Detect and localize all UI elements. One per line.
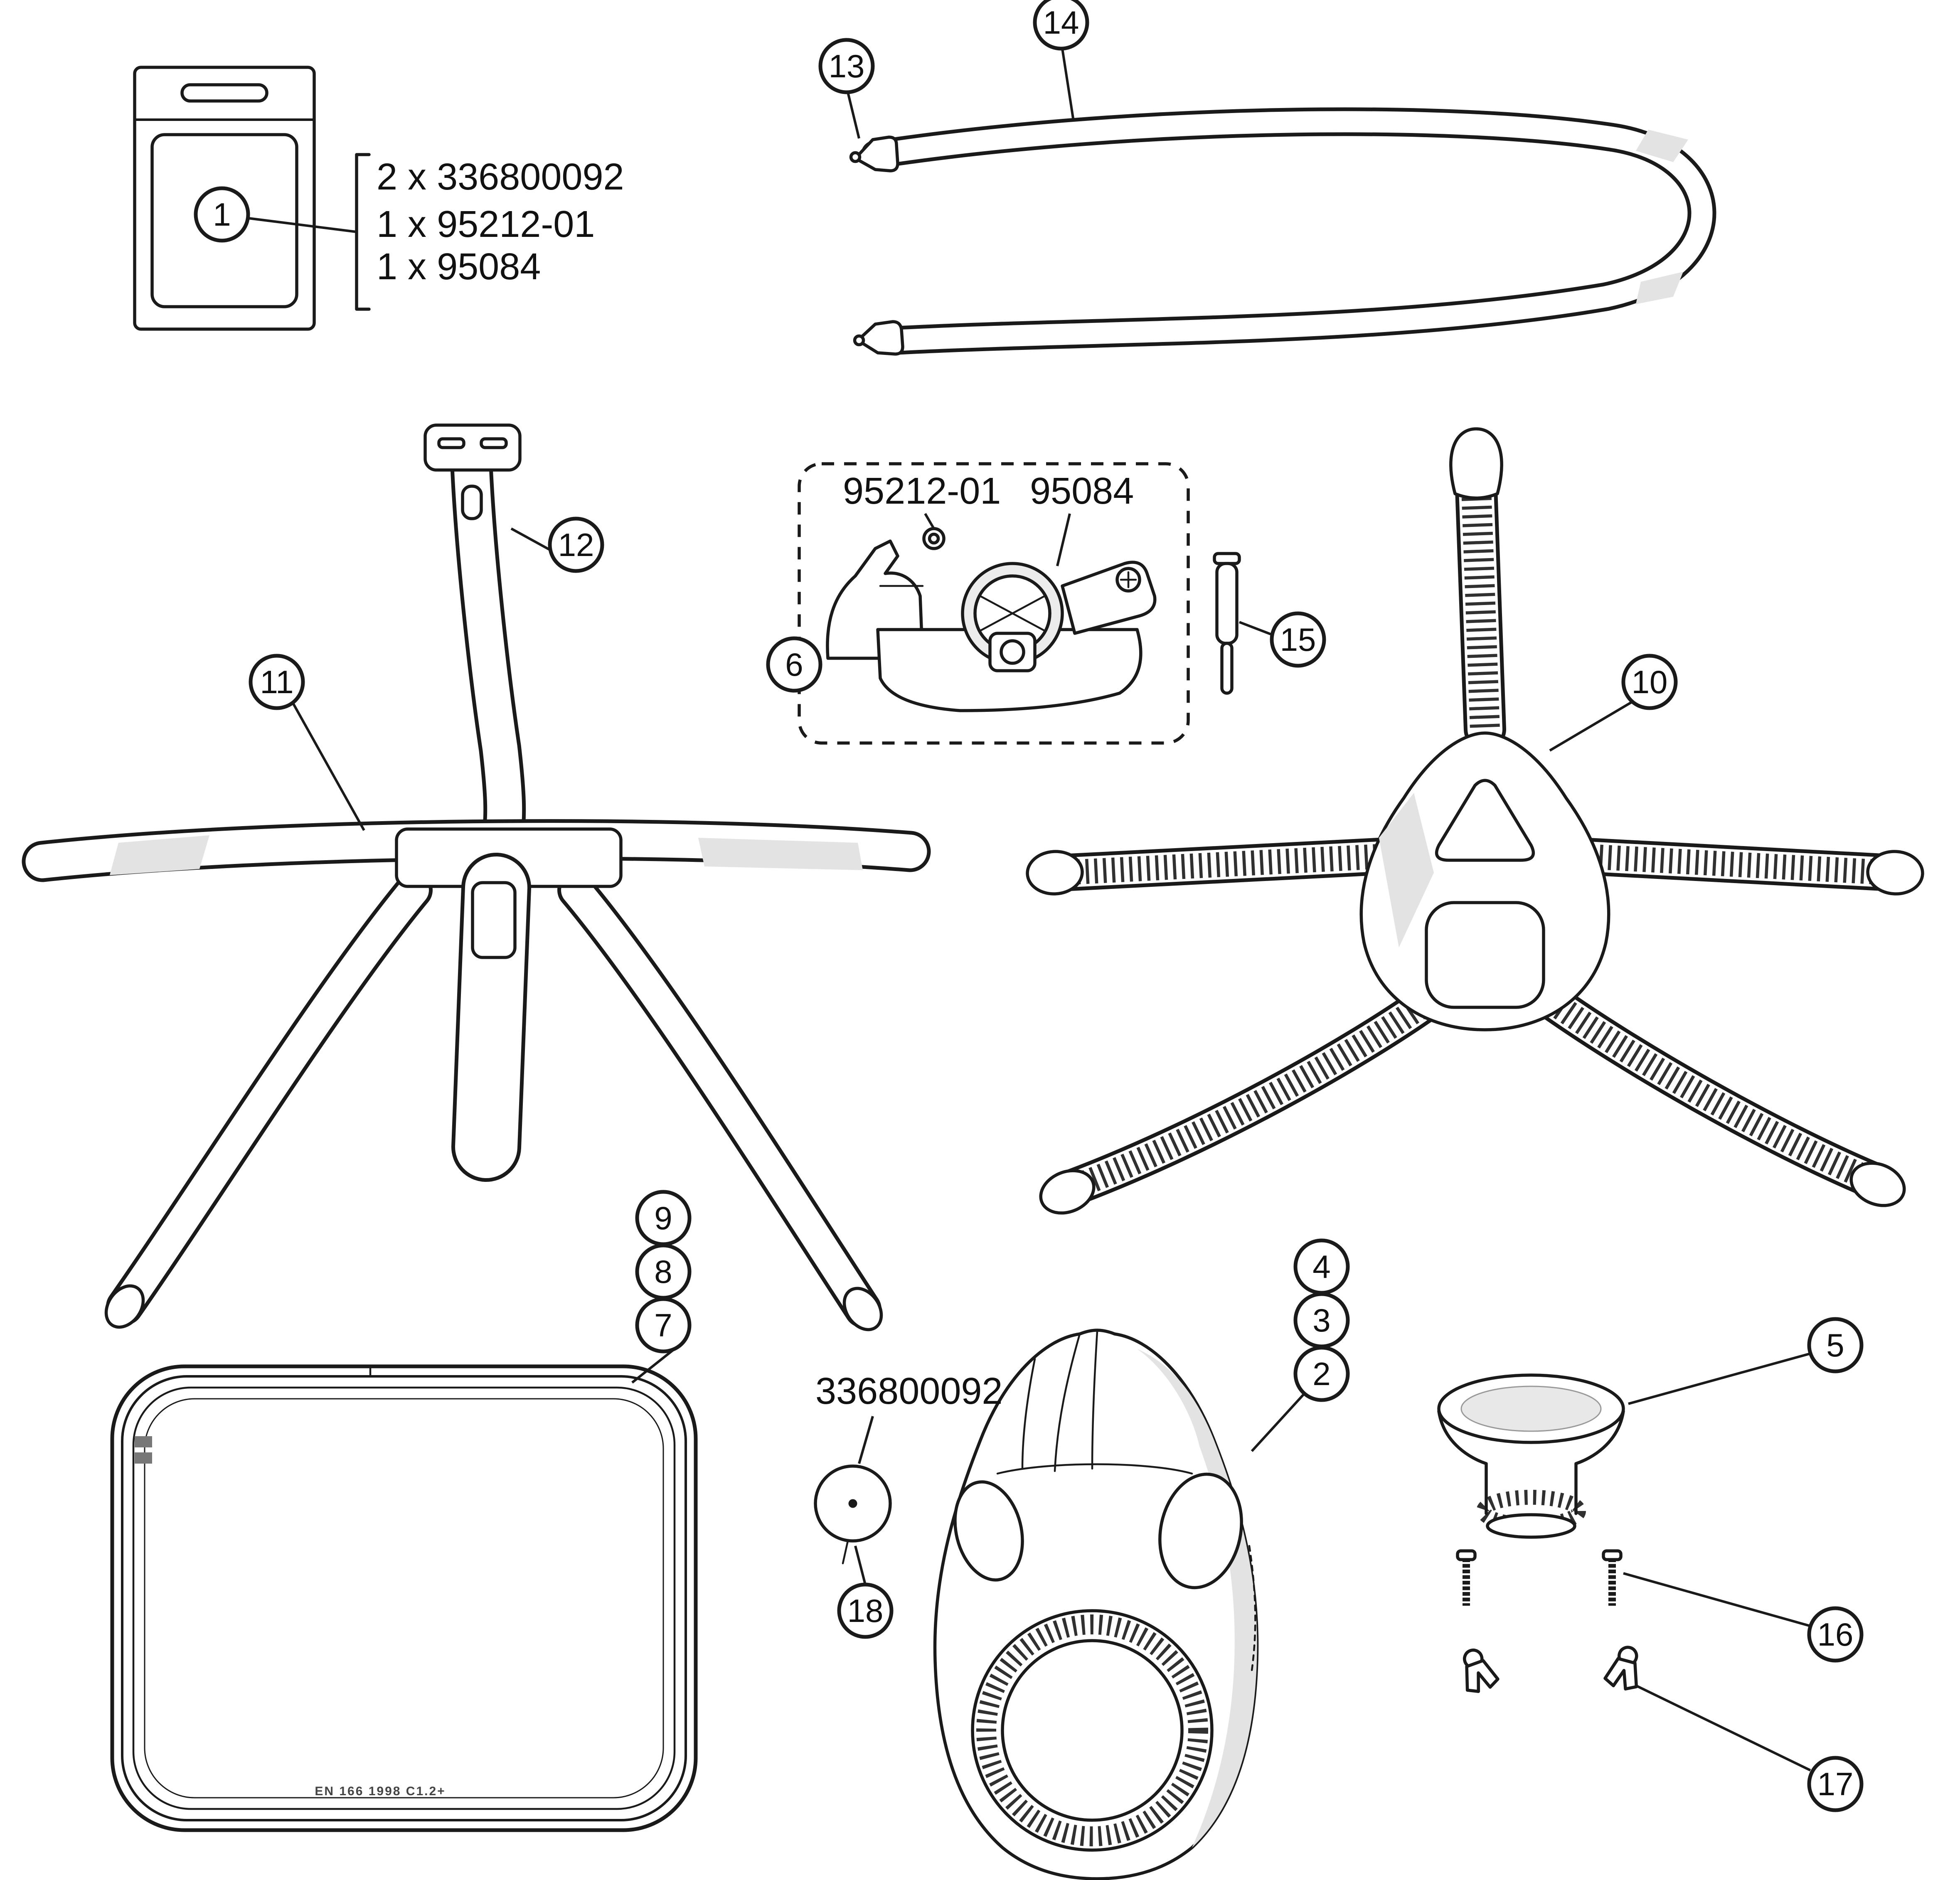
svg-text:10: 10 (1632, 664, 1668, 700)
callout-14: 14 (1033, 0, 1089, 121)
callout-10: 10 (1549, 654, 1678, 752)
head-harness-straps (1026, 427, 1924, 1215)
svg-text:16: 16 (1817, 1616, 1854, 1653)
svg-text:11: 11 (260, 664, 294, 700)
callout-3: 3 (1293, 1292, 1350, 1348)
neck-strap (849, 107, 1716, 356)
kit-line-1: 2 x 336800092 (377, 156, 624, 198)
svg-text:2: 2 (1312, 1356, 1330, 1392)
mask-connector-port (1437, 1373, 1625, 1539)
svg-text:8: 8 (654, 1253, 672, 1290)
callouts: 1 13 14 12 11 6 15 10 9 (194, 0, 1864, 1812)
callout-8: 8 (635, 1243, 692, 1300)
callout-4: 4 (1293, 1238, 1350, 1295)
svg-text:12: 12 (558, 527, 594, 563)
valve-part-a-label: 95212-01 (843, 470, 1001, 512)
kit-line-3: 1 x 95084 (377, 246, 541, 288)
inner-mask (933, 1329, 1259, 1880)
lens-marking: EN 166 1998 C1.2+ (315, 1784, 446, 1798)
svg-text:14: 14 (1043, 4, 1079, 41)
clip (1603, 1646, 1638, 1691)
callout-13: 13 (818, 38, 875, 139)
valve-membrane-disc: 336800092 (814, 1371, 1002, 1565)
callout-17: 17 (1635, 1684, 1864, 1812)
svg-text:13: 13 (829, 48, 865, 84)
exhalation-valve-assembly: 95212-01 95084 (798, 462, 1190, 745)
callout-7: 7 (631, 1297, 692, 1384)
svg-text:9: 9 (654, 1200, 672, 1236)
svg-text:1: 1 (213, 196, 231, 233)
lens-stamp-mark (135, 1436, 152, 1447)
strap-clips (1463, 1646, 1638, 1693)
kit-contents-list: 2 x 336800092 1 x 95212-01 1 x 95084 (248, 153, 624, 311)
callout-5: 5 (1628, 1317, 1864, 1405)
head-harness-cross (22, 423, 931, 1331)
svg-text:6: 6 (785, 646, 803, 683)
callout-18: 18 (837, 1545, 894, 1639)
callout-1: 1 (194, 186, 250, 243)
svg-text:18: 18 (847, 1592, 884, 1629)
valve-part-b-label: 95084 (1030, 470, 1134, 512)
callout-2: 2 (1251, 1346, 1350, 1452)
clip (1463, 1649, 1500, 1693)
callout-15: 15 (1239, 611, 1326, 668)
callout-16: 16 (1623, 1572, 1864, 1663)
callout-11: 11 (249, 654, 365, 831)
svg-text:5: 5 (1826, 1327, 1844, 1363)
svg-text:3: 3 (1312, 1302, 1330, 1339)
callout-6: 6 (766, 636, 822, 693)
callout-9: 9 (635, 1190, 692, 1246)
svg-text:4: 4 (1312, 1248, 1330, 1285)
svg-text:7: 7 (654, 1307, 672, 1344)
kit-line-2: 1 x 95212-01 (377, 204, 595, 245)
screw (1456, 1549, 1477, 1606)
screw (1602, 1549, 1623, 1606)
valve-pin (1213, 552, 1241, 695)
callout-12: 12 (510, 517, 604, 573)
svg-text:15: 15 (1280, 621, 1316, 658)
visor-lens: EN 166 1998 C1.2+ (110, 1364, 698, 1832)
screws (1456, 1549, 1623, 1606)
svg-text:17: 17 (1817, 1766, 1854, 1802)
membrane-disc-label: 336800092 (815, 1371, 1002, 1412)
